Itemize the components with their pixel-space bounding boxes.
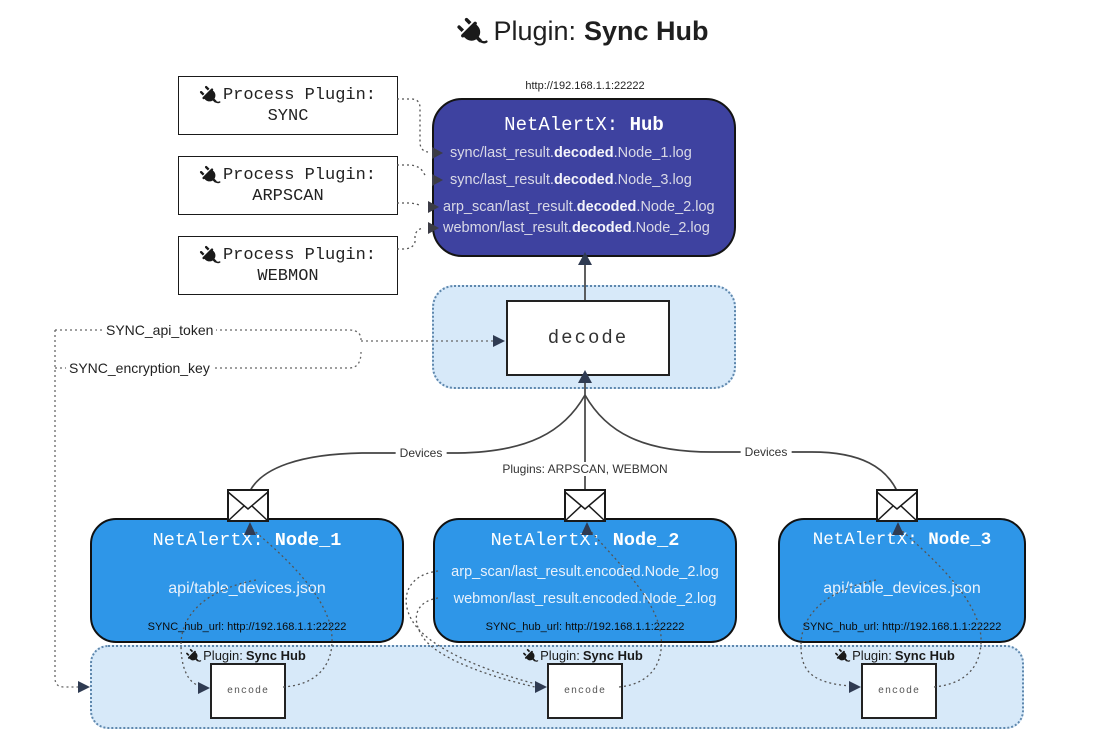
- node-hub-url: SYNC_hub_url: http://192.168.1.1:22222: [485, 621, 685, 633]
- node-file: api/table_devices.json: [168, 580, 326, 597]
- node-title-prefix: NetAlertX:: [812, 530, 929, 550]
- plug-icon: [199, 245, 221, 263]
- title-name: Sync Hub: [584, 16, 709, 46]
- hub-log-line: sync/last_result.decoded.Node_1.log: [450, 145, 692, 161]
- process-plugin-sync: Process Plugin: SYNC: [178, 76, 398, 135]
- node-hub-url: SYNC_hub_url: http://192.168.1.1:22222: [802, 621, 1002, 633]
- node-3-box: NetAlertX: Node_3 api/table_devices.json…: [778, 518, 1026, 643]
- hub-box: NetAlertX: Hub: [432, 98, 736, 257]
- hub-title-name: Hub: [629, 114, 664, 136]
- hub-log-line: sync/last_result.decoded.Node_3.log: [450, 172, 692, 188]
- node-title-prefix: NetAlertX:: [490, 530, 613, 551]
- decode-box: decode: [506, 300, 670, 376]
- process-plugin-arpscan: Process Plugin: ARPSCAN: [178, 156, 398, 215]
- hub-log-line: arp_scan/last_result.decoded.Node_2.log: [443, 199, 715, 215]
- node-file: arp_scan/last_result.encoded.Node_2.log: [451, 564, 719, 580]
- process-plugin-label: Process Plugin:: [222, 245, 377, 265]
- plug-icon: [199, 165, 221, 183]
- process-plugin-webmon: Process Plugin: WEBMON: [178, 236, 398, 295]
- hub-log-line: webmon/last_result.decoded.Node_2.log: [443, 220, 710, 236]
- plug-icon: [523, 648, 539, 662]
- encoder-plugin-label: Plugin: Sync Hub: [186, 648, 306, 663]
- process-plugin-name: ARPSCAN: [252, 186, 324, 206]
- hub-title-prefix: NetAlertX:: [504, 114, 630, 136]
- plug-icon: [186, 648, 202, 662]
- node-file: api/table_devices.json: [823, 580, 981, 597]
- hub-title: NetAlertX: Hub: [434, 114, 734, 136]
- encoder-plugin-label: Plugin: Sync Hub: [835, 648, 955, 663]
- encode-box: encode: [547, 663, 623, 719]
- process-plugin-name: SYNC: [267, 106, 309, 126]
- plug-icon: [457, 17, 488, 43]
- node-title-prefix: NetAlertX:: [152, 530, 275, 551]
- node-1-box: NetAlertX: Node_1 api/table_devices.json…: [90, 518, 404, 643]
- decode-label: decode: [547, 327, 629, 349]
- title-prefix: Plugin:: [493, 16, 577, 46]
- node-hub-url: SYNC_hub_url: http://192.168.1.1:22222: [147, 621, 347, 633]
- node-file: webmon/last_result.encoded.Node_2.log: [453, 591, 717, 607]
- encode-box: encode: [861, 663, 937, 719]
- process-plugin-label: Process Plugin:: [222, 165, 377, 185]
- encoder-plugin-label: Plugin: Sync Hub: [523, 648, 643, 663]
- node-title-name: Node_3: [928, 530, 992, 550]
- process-plugin-label: Process Plugin:: [222, 85, 377, 105]
- process-plugin-name: WEBMON: [257, 266, 319, 286]
- diagram-title: Plugin: Sync Hub: [457, 16, 709, 47]
- plug-icon: [835, 648, 851, 662]
- plug-icon: [199, 85, 221, 103]
- node-2-box: NetAlertX: Node_2 arp_scan/last_result.e…: [433, 518, 737, 643]
- encode-box: encode: [210, 663, 286, 719]
- node-title-name: Node_2: [612, 530, 680, 551]
- node-title-name: Node_1: [274, 530, 342, 551]
